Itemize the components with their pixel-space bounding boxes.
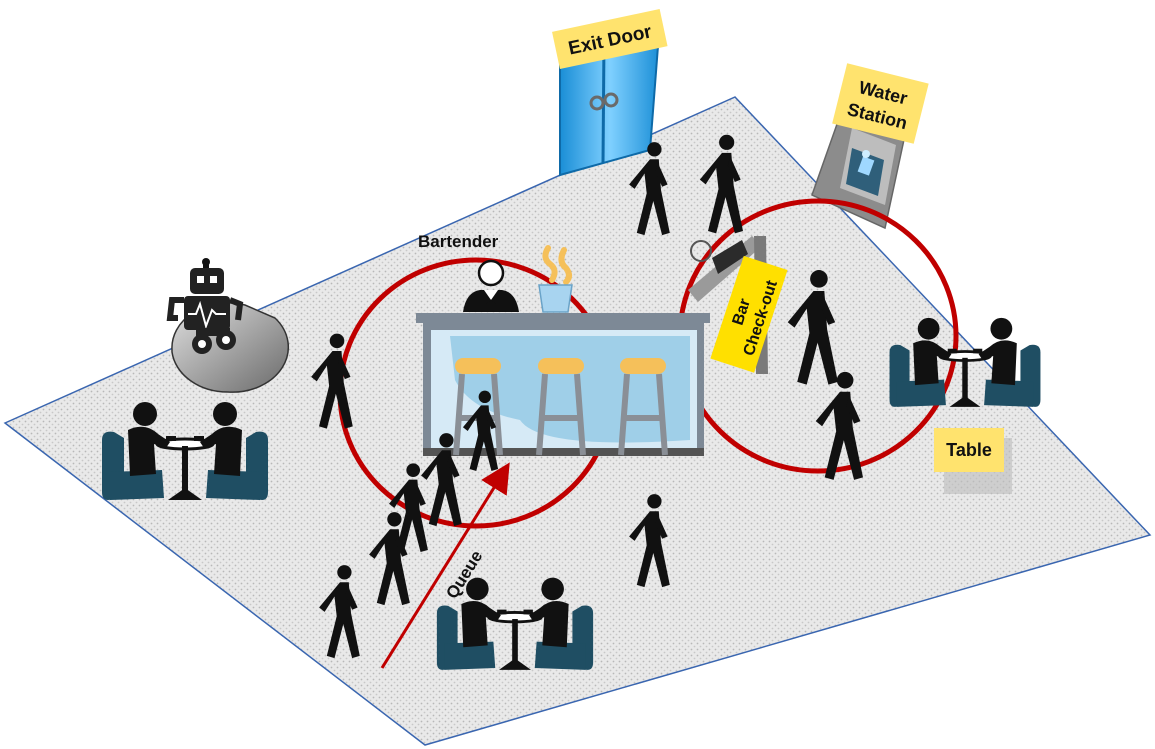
water-dispenser-icon — [846, 148, 884, 196]
door-handle-icon — [603, 92, 619, 108]
robot-icon[interactable] — [166, 258, 244, 354]
bar-checkout-note: Bar Check-out — [710, 255, 788, 373]
bar-stool — [536, 358, 586, 456]
table-label: Table — [946, 440, 992, 460]
water-station-note: Water Station — [832, 63, 929, 144]
table-note: Table — [934, 428, 1012, 494]
water-station[interactable] — [811, 109, 906, 469]
checkout-terminal-icon — [712, 240, 748, 274]
coffee-cup-icon — [538, 245, 573, 313]
bar-stool — [618, 358, 668, 456]
bartender-label: Bartender — [418, 232, 499, 251]
queue-arrow — [380, 462, 510, 669]
card-reader-icon — [690, 240, 712, 262]
door-handle-icon — [589, 95, 605, 111]
bartender-icon — [463, 259, 519, 312]
